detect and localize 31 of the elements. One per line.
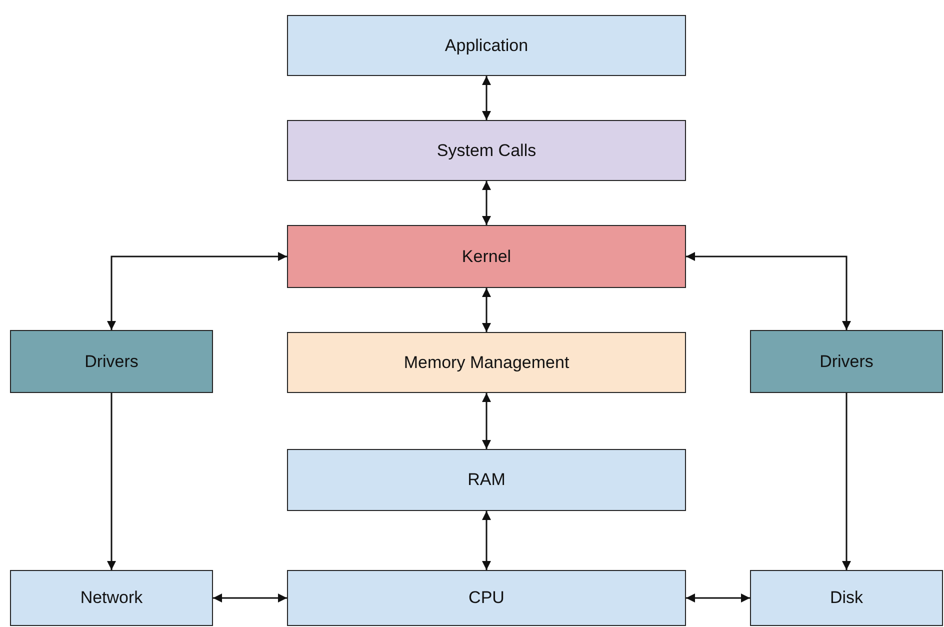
- connector-arrow: [482, 181, 491, 225]
- process-box: [287, 332, 686, 393]
- process-box: [287, 449, 686, 511]
- box-label: Drivers: [84, 352, 138, 372]
- process-box: [10, 330, 213, 393]
- connector-arrow: [482, 393, 491, 449]
- process-box: [750, 330, 943, 393]
- process-box: [287, 15, 686, 76]
- box-label: Drivers: [820, 352, 874, 372]
- process-box: [287, 225, 686, 288]
- process-box: [287, 570, 686, 626]
- box-label: CPU: [468, 588, 504, 608]
- box-label: Kernel: [462, 246, 512, 266]
- process-box: [287, 120, 686, 181]
- connector-arrow: [107, 252, 287, 330]
- connector-arrow: [482, 288, 491, 332]
- connector-arrow: [107, 393, 116, 570]
- box-label: Disk: [830, 588, 864, 608]
- box-label: Application: [444, 36, 528, 56]
- connector-arrow: [482, 76, 491, 120]
- box-label: Network: [80, 588, 143, 608]
- process-box: [750, 570, 943, 626]
- connector-arrow: [213, 594, 287, 602]
- box-label: RAM: [468, 470, 506, 490]
- connector-arrow: [842, 393, 851, 570]
- connector-arrow: [482, 511, 491, 570]
- process-box: [10, 570, 213, 626]
- connector-arrow: [686, 594, 750, 602]
- box-label: Memory Management: [404, 352, 570, 372]
- box-label: System Calls: [436, 140, 536, 160]
- connector-arrow: [686, 252, 851, 330]
